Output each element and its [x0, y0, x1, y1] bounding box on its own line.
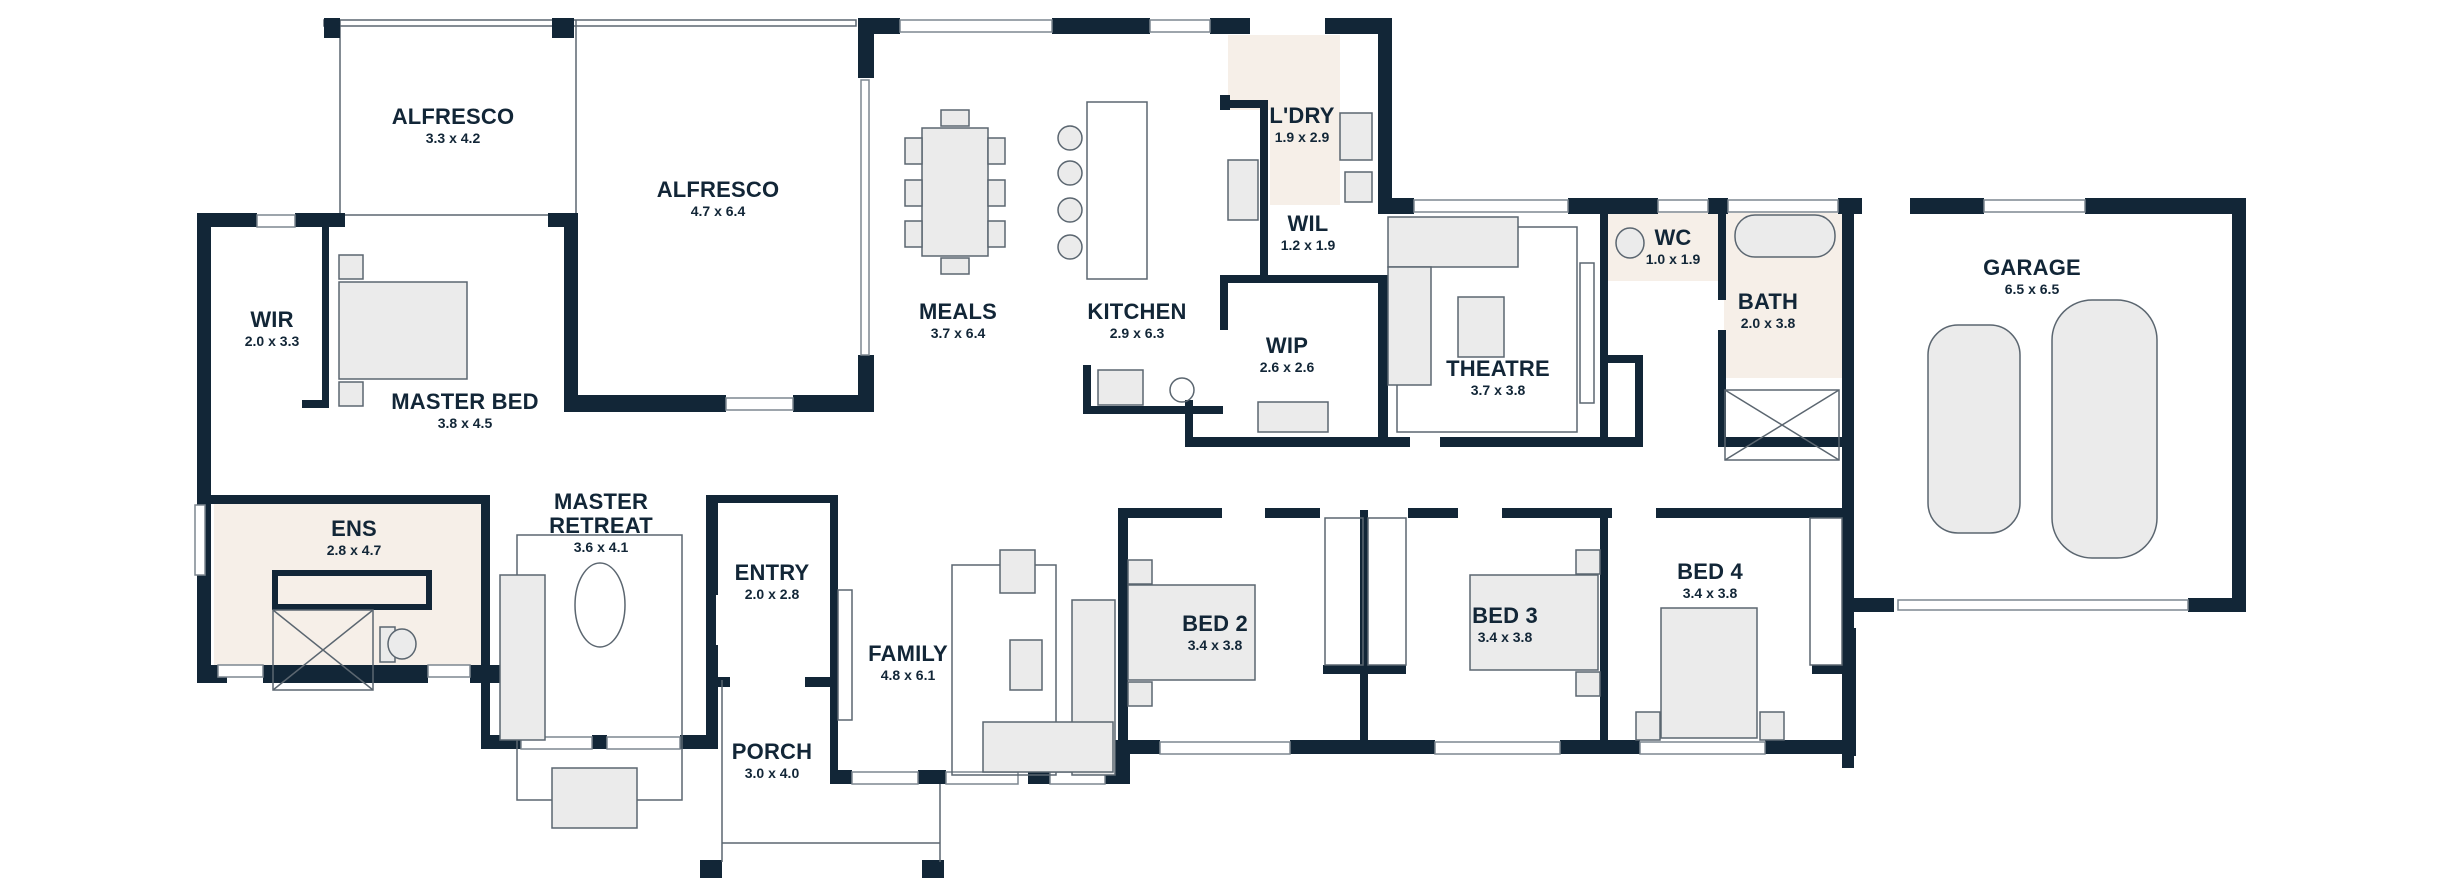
room-name: ALFRESCO	[656, 177, 780, 202]
room-bath: BATH 2.0 x 3.8	[1737, 289, 1799, 332]
room-name: GARAGE	[1983, 255, 2081, 280]
room-name: ENTRY	[734, 560, 810, 585]
room-name: L'DRY	[1269, 103, 1335, 128]
room-bed-3: BED 3 3.4 x 3.8	[1472, 603, 1538, 646]
room-dims: 3.7 x 3.8	[1470, 382, 1526, 399]
room-dims: 4.7 x 6.4	[690, 203, 746, 220]
room-name: WC	[1654, 225, 1692, 250]
room-dims: 3.4 x 3.8	[1682, 585, 1738, 602]
room-dims: 3.4 x 3.8	[1187, 637, 1243, 654]
room-name: FAMILY	[868, 641, 948, 666]
room-bed-2: BED 2 3.4 x 3.8	[1182, 611, 1248, 654]
room-dims: 1.9 x 2.9	[1274, 129, 1330, 146]
porch-outline	[721, 680, 941, 862]
room-name: WIP	[1265, 333, 1309, 358]
room-name: ALFRESCO	[391, 104, 515, 129]
room-name: BED 3	[1472, 603, 1538, 628]
room-dims: 2.9 x 6.3	[1109, 325, 1165, 342]
room-meals: MEALS 3.7 x 6.4	[919, 299, 997, 342]
room-entry: ENTRY 2.0 x 2.8	[734, 560, 810, 603]
room-dims: 4.8 x 6.1	[880, 667, 936, 684]
room-dims: 1.2 x 1.9	[1280, 237, 1336, 254]
room-name: MEALS	[919, 299, 997, 324]
room-dims: 2.0 x 2.8	[744, 586, 800, 603]
room-dims: 2.6 x 2.6	[1259, 359, 1315, 376]
furniture	[272, 101, 2158, 829]
room-name: WIR	[250, 307, 294, 332]
room-name: MASTER RETREAT	[549, 489, 653, 539]
room-laundry: L'DRY 1.9 x 2.9	[1269, 103, 1335, 146]
room-wil: WIL 1.2 x 1.9	[1280, 211, 1336, 254]
room-wip: WIP 2.6 x 2.6	[1259, 333, 1315, 376]
room-theatre: THEATRE 3.7 x 3.8	[1446, 356, 1550, 399]
room-master-retreat: MASTER RETREAT 3.6 x 4.1	[541, 489, 661, 556]
room-dims: 3.3 x 4.2	[425, 130, 481, 147]
room-ensuite: ENS 2.8 x 4.7	[326, 516, 382, 559]
walls	[197, 18, 2246, 878]
room-name: ENS	[331, 516, 377, 541]
room-dims: 2.0 x 3.3	[244, 333, 300, 350]
room-name: MASTER BED	[391, 389, 539, 414]
room-dims: 3.0 x 4.0	[744, 765, 800, 782]
room-wir: WIR 2.0 x 3.3	[244, 307, 300, 350]
room-dims: 2.8 x 4.7	[326, 542, 382, 559]
room-dims: 3.7 x 6.4	[930, 325, 986, 342]
room-garage: GARAGE 6.5 x 6.5	[1983, 255, 2081, 298]
room-bed-4: BED 4 3.4 x 3.8	[1677, 559, 1743, 602]
room-alfresco-small: ALFRESCO 3.3 x 4.2	[391, 104, 515, 147]
room-name: KITCHEN	[1087, 299, 1187, 324]
room-name: THEATRE	[1446, 356, 1550, 381]
room-name: BED 2	[1182, 611, 1248, 636]
room-dims: 3.8 x 4.5	[437, 415, 493, 432]
room-kitchen: KITCHEN 2.9 x 6.3	[1087, 299, 1187, 342]
room-name: BED 4	[1677, 559, 1743, 584]
room-name: PORCH	[731, 739, 813, 764]
room-master-bed: MASTER BED 3.8 x 4.5	[391, 389, 539, 432]
room-porch: PORCH 3.0 x 4.0	[731, 739, 813, 782]
room-dims: 3.4 x 3.8	[1477, 629, 1533, 646]
room-alfresco-large: ALFRESCO 4.7 x 6.4	[656, 177, 780, 220]
room-name: WIL	[1287, 211, 1329, 236]
room-dims: 3.6 x 4.1	[573, 539, 629, 556]
room-dims: 2.0 x 3.8	[1740, 315, 1796, 332]
room-dims: 6.5 x 6.5	[2004, 281, 2060, 298]
room-wc: WC 1.0 x 1.9	[1645, 225, 1701, 268]
room-name: BATH	[1737, 289, 1799, 314]
room-family: FAMILY 4.8 x 6.1	[868, 641, 948, 684]
room-dims: 1.0 x 1.9	[1645, 251, 1701, 268]
